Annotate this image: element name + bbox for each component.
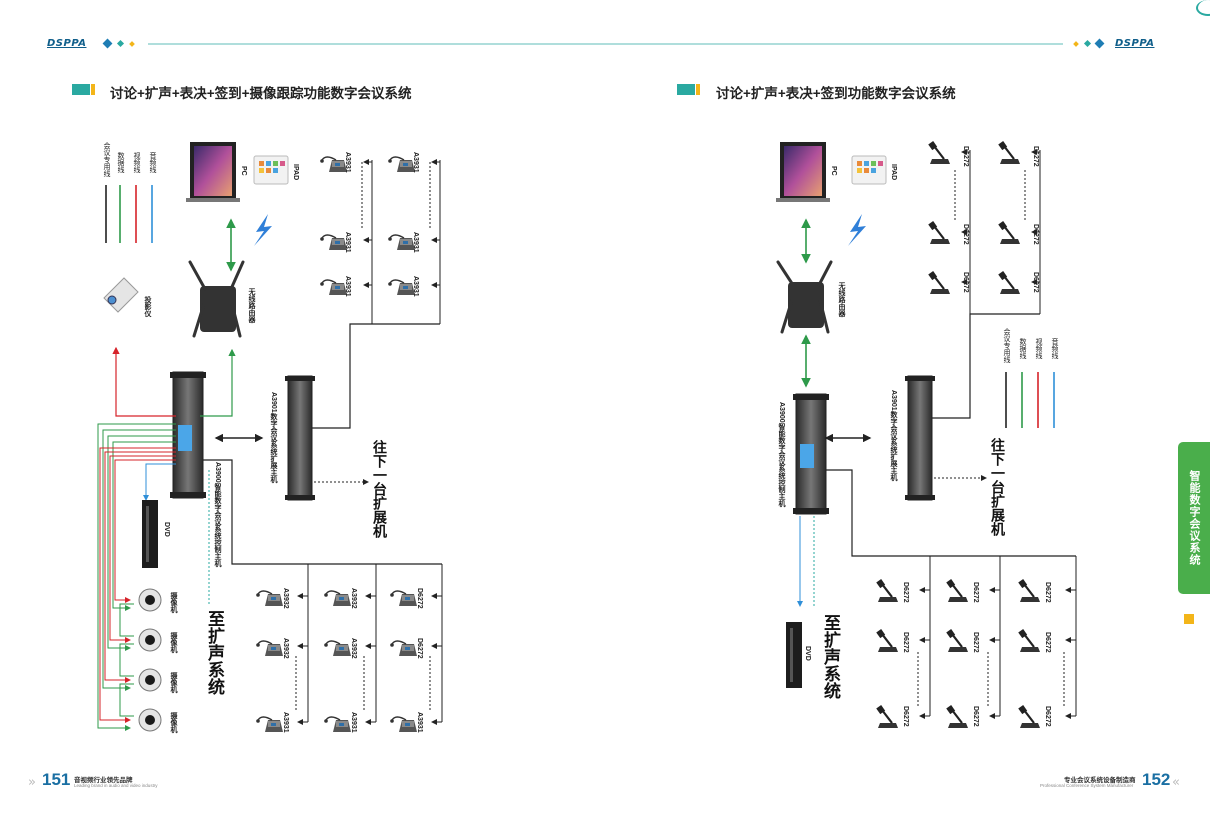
mic-model-label: A3932 [350, 588, 357, 609]
mic-model-label: A3931 [412, 152, 419, 173]
mic-model-label: D6272 [902, 582, 909, 603]
dvd-label-right: DVD [804, 646, 811, 661]
to-pa-label-right: 至扩声系统 [821, 614, 840, 699]
title-marker-right-accent [696, 84, 700, 95]
legend-conference-line: 会议专用线 [103, 142, 110, 177]
router-label-right: 无线路由器 [838, 282, 845, 317]
legend-conference-line-right: 会议专用线 [1003, 328, 1010, 363]
mic-model-label: A3932 [282, 638, 289, 659]
camera-label-1: 摄像机 [170, 592, 177, 613]
mic-model-label: D6272 [972, 632, 979, 653]
side-tab-marker [1184, 614, 1194, 624]
mic-model-label: A3931 [282, 712, 289, 733]
pc-label-right: PC [830, 166, 837, 176]
mic-model-label: A3931 [350, 712, 357, 733]
camera-label-3: 摄像机 [170, 672, 177, 693]
router-label: 无线路由器 [248, 288, 255, 323]
projector-label: 投影仪 [144, 296, 151, 317]
brand-logo-left: DSPPA [47, 38, 87, 49]
to-pa-label: 至扩声系统 [205, 610, 224, 695]
mic-model-label: D6272 [1044, 582, 1051, 603]
mic-model-label: D6272 [902, 632, 909, 653]
legend-audio-line-right: 音频线 [1051, 338, 1058, 359]
right-edge-mark [1196, 0, 1210, 16]
title-marker-right [677, 84, 695, 95]
next-extender-label: 往下一台扩展机 [372, 440, 388, 538]
ipad-label-right: IPAD [890, 164, 897, 181]
pc-label: PC [240, 166, 247, 176]
page-number-left: 151 [42, 770, 71, 789]
mic-model-label: A3931 [416, 712, 423, 733]
next-extender-label-right: 往下一台扩展机 [990, 438, 1006, 536]
mic-model-label: D6272 [962, 224, 969, 245]
page-title-left: 讨论+扩声+表决+签到+摄像跟踪功能数字会议系统 [110, 86, 412, 101]
camera-label-4: 摄像机 [170, 712, 177, 733]
title-marker-left-accent [91, 84, 95, 95]
mic-model-label: D6272 [1032, 224, 1039, 245]
mic-model-label: D6272 [962, 272, 969, 293]
extender-label-right: A3901数字会议系统扩展主机 [890, 390, 897, 481]
legend-video-line: 视频线 [133, 152, 140, 173]
dvd-label: DVD [163, 522, 170, 537]
brand-logo-right: DSPPA [1115, 38, 1155, 49]
ipad-label: IPAD [292, 164, 299, 181]
extender-label: A3901数字会议系统扩展主机 [270, 392, 277, 483]
mic-model-label: A3932 [350, 638, 357, 659]
svg-text:»: » [28, 775, 36, 790]
camera-label-2: 摄像机 [170, 632, 177, 653]
mic-model-label: D6272 [1044, 706, 1051, 727]
footer-slogan-left: 音视频行业领先品牌 [74, 777, 133, 784]
footer-slogan-left-en: Leading brand in audio and video industr… [74, 783, 158, 788]
mic-model-label: D6272 [1032, 272, 1039, 293]
footer-slogan-right: 专业会议系统设备制造商 [1064, 777, 1136, 784]
mic-model-label: A3931 [344, 152, 351, 173]
mic-model-label: A3931 [412, 276, 419, 297]
footer-slogan-right-en: Professional Conference System Manufactu… [1040, 783, 1134, 788]
legend-audio-line: 音频线 [149, 152, 156, 173]
mic-model-label: D6272 [1032, 146, 1039, 167]
mic-model-label: A3931 [344, 232, 351, 253]
mic-model-label: D6272 [972, 582, 979, 603]
controller-label: A3900智能数字会议系统控制主机 [214, 462, 221, 567]
mic-model-label: A3931 [412, 232, 419, 253]
page-title-right: 讨论+扩声+表决+签到功能数字会议系统 [716, 86, 956, 101]
mic-model-label: D6272 [1044, 632, 1051, 653]
title-marker-left [72, 84, 90, 95]
legend-video-line-right: 视频线 [1035, 338, 1042, 359]
mic-model-label: D6272 [962, 146, 969, 167]
mic-model-label: D6272 [902, 706, 909, 727]
mic-model-label: D6272 [972, 706, 979, 727]
legend-data-line-right: 数据线 [1019, 338, 1026, 359]
mic-model-label: D6272 [416, 588, 423, 609]
section-side-tab: 智能数字会议系统 [1178, 442, 1210, 594]
legend-data-line: 数据线 [117, 152, 124, 173]
mic-model-label: A3931 [344, 276, 351, 297]
svg-text:«: « [1172, 775, 1180, 790]
mic-model-label: A3932 [282, 588, 289, 609]
page-number-right: 152 [1142, 770, 1171, 789]
controller-label-right: A3900智能数字会议系统控制主机 [778, 402, 785, 507]
mic-model-label: D6272 [416, 638, 423, 659]
